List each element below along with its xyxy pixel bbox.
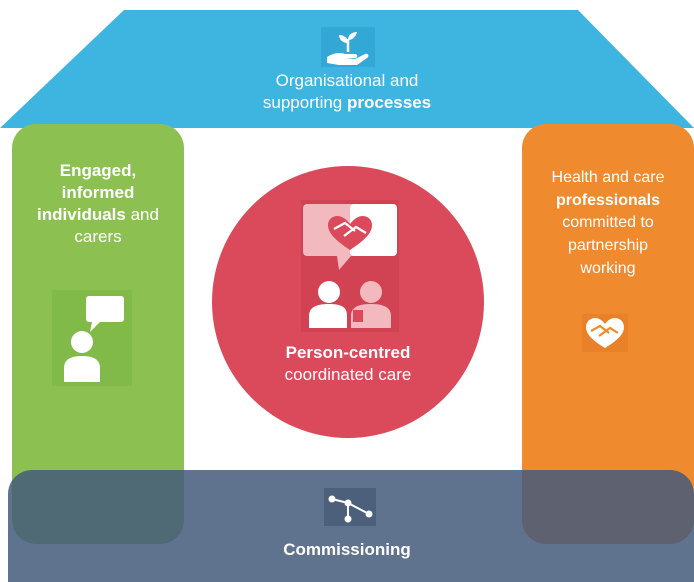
roof — [0, 10, 694, 128]
handshake-heart-icon — [582, 314, 628, 352]
professionals-line-2: professionals — [555, 191, 661, 209]
person-speech-bubble-icon — [52, 290, 132, 386]
network-nodes-icon — [324, 488, 376, 526]
professionals-line-3: committed to — [562, 214, 654, 232]
engaged-line-2: informed — [61, 183, 135, 203]
engaged-label: Engaged, informed individuals and carers — [14, 160, 182, 248]
roof-line-1: Organisational and — [275, 71, 419, 90]
engaged-line-4: carers — [74, 227, 122, 247]
person-centred-line-1: Person-centred — [285, 343, 411, 362]
professionals-line-1: Health and care — [551, 169, 665, 186]
engaged-line-1: Engaged, — [59, 161, 137, 180]
commissioning-band — [8, 470, 694, 582]
professionals-line-4: partnership — [567, 237, 649, 255]
two-people-heart-speech-icon — [301, 200, 399, 332]
person-centred-line-2: coordinated care — [284, 365, 412, 385]
hand-plant-icon — [321, 27, 375, 67]
person-centred-label: Person-centred coordinated care — [240, 342, 456, 386]
roof-line-2-normal: supporting — [262, 93, 347, 113]
engaged-line-3-bold: individuals — [37, 205, 126, 225]
engaged-line-3-normal: and — [125, 205, 159, 225]
roof-line-2: supporting processes — [200, 92, 494, 114]
roof-line-2-bold: processes — [347, 93, 432, 113]
roof-label: Organisational and supporting processes — [200, 70, 494, 114]
commissioning-label: Commissioning — [283, 540, 411, 559]
professionals-label: Health and care professionals committed … — [524, 167, 692, 281]
professionals-line-5: working — [580, 259, 636, 277]
